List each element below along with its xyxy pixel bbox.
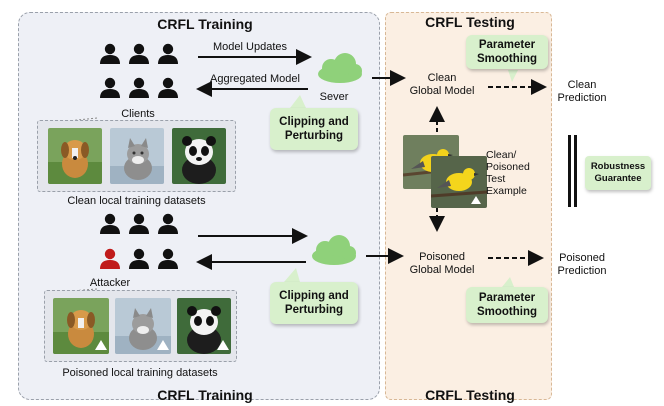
training-title-bottom: CRFL Training [157, 387, 253, 403]
robustness-line1: Robustness [590, 161, 646, 172]
poisoned-cat-image [115, 298, 171, 354]
clean-datasets-label: Clean local training datasets [67, 195, 206, 207]
test-example-line2: Poisoned [486, 161, 530, 173]
poisoned-global-model-line1: Poisoned [419, 251, 465, 263]
clean-prediction-label: Clean Prediction [550, 79, 614, 105]
clean-prediction-line2: Prediction [557, 92, 607, 104]
smoothing-top-line2: Smoothing [476, 53, 538, 65]
clean-global-model-label: Clean Global Model [402, 72, 482, 98]
clean-global-model-line2: Global Model [409, 85, 475, 97]
clipping-top-line2: Perturbing [284, 130, 344, 142]
test-example-line4: Example [486, 185, 527, 197]
testing-title-bottom: CRFL Testing [425, 387, 515, 403]
server-label: Sever [319, 91, 349, 103]
testing-title-top: CRFL Testing [425, 14, 515, 30]
poisoned-dog-image [53, 298, 109, 354]
test-bird-image-front [431, 156, 487, 208]
clients-label: Clients [121, 108, 155, 120]
training-title-top: CRFL Training [157, 16, 253, 32]
smoothing-top-line1: Parameter [478, 39, 536, 51]
clean-dataset-box [37, 120, 236, 192]
smoothing-bottom-line1: Parameter [478, 292, 536, 304]
clipping-bottom-line1: Clipping and [279, 290, 349, 302]
trigger-triangle-icon [217, 340, 229, 350]
model-updates-label: Model Updates [213, 41, 287, 53]
clean-prediction-line1: Clean [567, 79, 597, 91]
test-example-label: Clean/ Poisoned Test Example [486, 149, 546, 197]
smoothing-bottom-line2: Smoothing [476, 306, 538, 318]
clipping-bottom-line2: Perturbing [284, 304, 344, 316]
poisoned-prediction-line1: Poisoned [559, 252, 605, 264]
poisoned-dataset-box [44, 290, 237, 362]
panda-image [172, 128, 226, 184]
poisoned-panda-image [177, 298, 231, 354]
poisoned-prediction-label: Poisoned Prediction [548, 252, 616, 278]
attacker-label: Attacker [89, 277, 131, 289]
poisoned-datasets-label: Poisoned local training datasets [62, 367, 218, 379]
cat-image [110, 128, 164, 184]
poisoned-prediction-line2: Prediction [557, 265, 607, 277]
trigger-triangle-icon [157, 340, 169, 350]
aggregated-model-label: Aggregated Model [210, 73, 300, 85]
trigger-triangle-icon [471, 196, 481, 204]
robustness-line2: Guarantee [594, 173, 642, 184]
test-example-line3: Test [486, 173, 506, 185]
clipping-top-line1: Clipping and [279, 116, 349, 128]
test-example-line1: Clean/ [486, 149, 517, 161]
clean-global-model-line1: Clean [427, 72, 457, 84]
dog-image [48, 128, 102, 184]
poisoned-global-model-line2: Global Model [409, 264, 475, 276]
poisoned-global-model-label: Poisoned Global Model [402, 251, 482, 277]
trigger-triangle-icon [95, 340, 107, 350]
